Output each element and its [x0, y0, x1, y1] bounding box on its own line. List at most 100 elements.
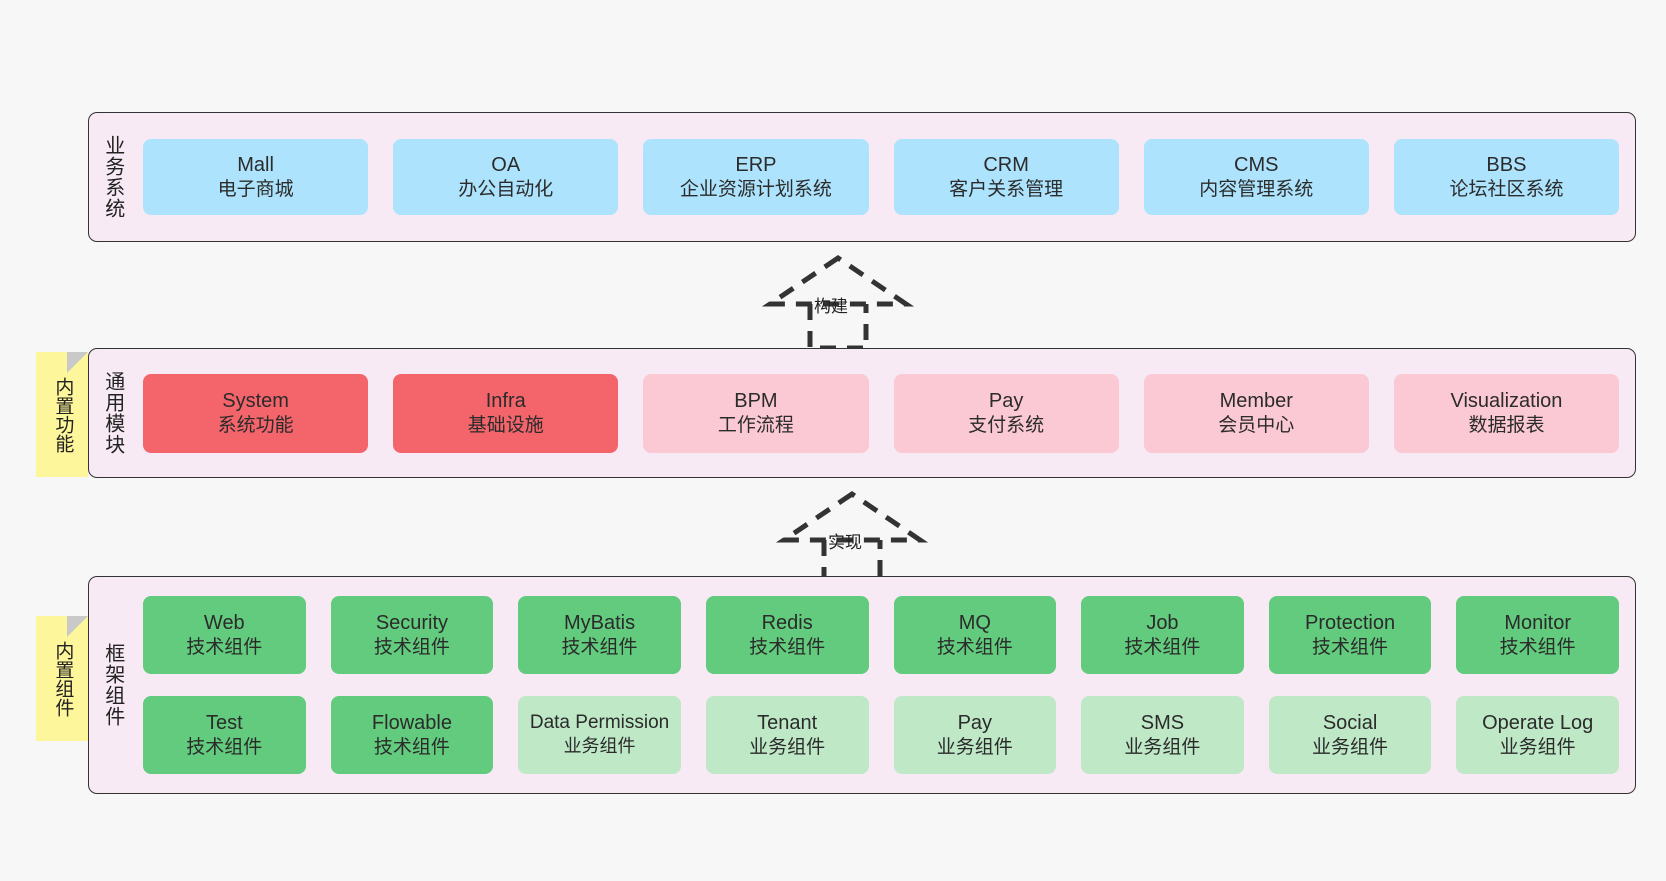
arrow-implement-glyph — [775, 490, 929, 587]
node-pay-component-cn: 业务组件 — [936, 736, 1013, 758]
node-erp-cn: 企业资源计划系统 — [679, 178, 832, 200]
node-visualization-cn: 数据报表 — [1468, 414, 1545, 436]
node-tenant-en: Tenant — [757, 711, 818, 734]
arrow-build-glyph — [761, 254, 915, 351]
node-system-en: System — [222, 389, 289, 412]
node-pay-module-en: Pay — [988, 389, 1024, 412]
node-operate-log-en: Operate Log — [1482, 711, 1594, 734]
node-data-permission-en: Data Permission — [529, 712, 670, 734]
layer-framework-component: 框架组件 Web 技术组件 Security 技术组件 MyBatis 技术组件… — [88, 576, 1636, 794]
layer-business-body: Mall 电子商城 OA 办公自动化 ERP 企业资源计划系统 CRM 客户关系… — [135, 113, 1635, 241]
node-sms-cn: 业务组件 — [1124, 736, 1201, 758]
node-test[interactable]: Test 技术组件 — [143, 696, 306, 774]
node-social[interactable]: Social 业务组件 — [1268, 696, 1432, 774]
layer-common-module: 通用模块 System 系统功能 Infra 基础设施 BPM 工作流程 Pay — [88, 348, 1636, 478]
layer-framework-body: Web 技术组件 Security 技术组件 MyBatis 技术组件 Redi… — [135, 577, 1635, 793]
node-mall-cn: 电子商城 — [217, 178, 294, 200]
layer-common-title: 通用模块 — [89, 349, 135, 477]
node-web-cn: 技术组件 — [186, 636, 263, 658]
business-node-row: Mall 电子商城 OA 办公自动化 ERP 企业资源计划系统 CRM 客户关系… — [143, 139, 1620, 215]
node-cms[interactable]: CMS 内容管理系统 — [1143, 139, 1369, 215]
arrow-implement-label: 实现 — [828, 533, 862, 552]
node-pay-module-cn: 支付系统 — [968, 414, 1045, 436]
node-operate-log-cn: 业务组件 — [1499, 736, 1576, 758]
node-monitor-cn: 技术组件 — [1499, 636, 1576, 658]
layer-business-title-text: 业务系统 — [101, 135, 124, 219]
node-pay-module[interactable]: Pay 支付系统 — [893, 373, 1119, 453]
node-oa[interactable]: OA 办公自动化 — [393, 139, 619, 215]
node-security[interactable]: Security 技术组件 — [330, 596, 494, 674]
node-bpm-cn: 工作流程 — [717, 414, 794, 436]
node-mall[interactable]: Mall 电子商城 — [143, 139, 369, 215]
node-mybatis[interactable]: MyBatis 技术组件 — [518, 596, 681, 674]
node-bpm-en: BPM — [734, 389, 778, 412]
node-protection[interactable]: Protection 技术组件 — [1268, 596, 1432, 674]
node-web[interactable]: Web 技术组件 — [143, 596, 306, 674]
node-crm-cn: 客户关系管理 — [949, 178, 1064, 200]
node-pay-component[interactable]: Pay 业务组件 — [893, 696, 1057, 774]
node-visualization[interactable]: Visualization 数据报表 — [1393, 373, 1620, 453]
node-sms[interactable]: SMS 业务组件 — [1081, 696, 1244, 774]
common-node-row: System 系统功能 Infra 基础设施 BPM 工作流程 Pay 支付系统… — [143, 373, 1620, 453]
arrow-implement: 实现 — [762, 488, 942, 587]
node-mybatis-en: MyBatis — [564, 611, 636, 634]
node-erp[interactable]: ERP 企业资源计划系统 — [643, 139, 869, 215]
node-data-permission[interactable]: Data Permission 业务组件 — [518, 696, 681, 774]
node-mq-cn: 技术组件 — [936, 636, 1013, 658]
layer-framework-title: 框架组件 — [89, 577, 135, 793]
node-cms-cn: 内容管理系统 — [1199, 178, 1314, 200]
node-security-cn: 技术组件 — [373, 636, 450, 658]
node-monitor[interactable]: Monitor 技术组件 — [1456, 596, 1619, 674]
framework-node-row-2: Test 技术组件 Flowable 技术组件 Data Permission … — [143, 696, 1619, 774]
node-bbs-cn: 论坛社区系统 — [1449, 178, 1564, 200]
node-job-en: Job — [1146, 611, 1179, 634]
layer-business-system: 业务系统 Mall 电子商城 OA 办公自动化 ERP 企业资源计划系统 CRM — [88, 112, 1636, 242]
node-infra-en: Infra — [485, 389, 526, 412]
arrow-build: 构建 — [748, 252, 928, 351]
node-pay-component-en: Pay — [957, 711, 993, 734]
layer-common-body: System 系统功能 Infra 基础设施 BPM 工作流程 Pay 支付系统… — [135, 349, 1635, 477]
framework-node-row-1: Web 技术组件 Security 技术组件 MyBatis 技术组件 Redi… — [143, 596, 1619, 674]
node-job[interactable]: Job 技术组件 — [1081, 596, 1244, 674]
node-visualization-en: Visualization — [1450, 389, 1563, 412]
layer-common-title-text: 通用模块 — [101, 371, 124, 455]
node-mybatis-cn: 技术组件 — [561, 636, 638, 658]
node-social-en: Social — [1322, 711, 1378, 734]
node-flowable-en: Flowable — [371, 711, 452, 734]
node-bpm[interactable]: BPM 工作流程 — [643, 373, 869, 453]
layer-framework-title-text: 框架组件 — [101, 643, 124, 727]
node-redis[interactable]: Redis 技术组件 — [705, 596, 869, 674]
node-bbs[interactable]: BBS 论坛社区系统 — [1393, 139, 1620, 215]
node-test-en: Test — [205, 711, 243, 734]
arrow-build-label: 构建 — [814, 297, 848, 316]
note-builtin-function-text: 内置功能 — [52, 376, 74, 453]
node-bbs-en: BBS — [1486, 153, 1527, 176]
node-member[interactable]: Member 会员中心 — [1143, 373, 1369, 453]
node-erp-en: ERP — [735, 153, 777, 176]
node-system[interactable]: System 系统功能 — [143, 373, 369, 453]
node-sms-en: SMS — [1140, 711, 1185, 734]
node-cms-en: CMS — [1234, 153, 1279, 176]
node-flowable-cn: 技术组件 — [373, 736, 450, 758]
note-builtin-component-text: 内置组件 — [52, 640, 74, 717]
node-mq-en: MQ — [958, 611, 991, 634]
node-infra[interactable]: Infra 基础设施 — [393, 373, 619, 453]
node-system-cn: 系统功能 — [217, 414, 294, 436]
node-social-cn: 业务组件 — [1312, 736, 1389, 758]
node-redis-en: Redis — [761, 611, 813, 634]
node-job-cn: 技术组件 — [1124, 636, 1201, 658]
node-member-en: Member — [1219, 389, 1293, 412]
node-crm[interactable]: CRM 客户关系管理 — [893, 139, 1119, 215]
node-infra-cn: 基础设施 — [467, 414, 544, 436]
node-tenant-cn: 业务组件 — [749, 736, 826, 758]
node-mq[interactable]: MQ 技术组件 — [893, 596, 1057, 674]
node-web-en: Web — [203, 611, 245, 634]
node-operate-log[interactable]: Operate Log 业务组件 — [1456, 696, 1619, 774]
node-flowable[interactable]: Flowable 技术组件 — [330, 696, 494, 774]
node-protection-cn: 技术组件 — [1312, 636, 1389, 658]
note-builtin-component: 内置组件 — [36, 616, 88, 741]
node-tenant[interactable]: Tenant 业务组件 — [705, 696, 869, 774]
node-crm-en: CRM — [983, 153, 1029, 176]
node-oa-cn: 办公自动化 — [458, 178, 554, 200]
